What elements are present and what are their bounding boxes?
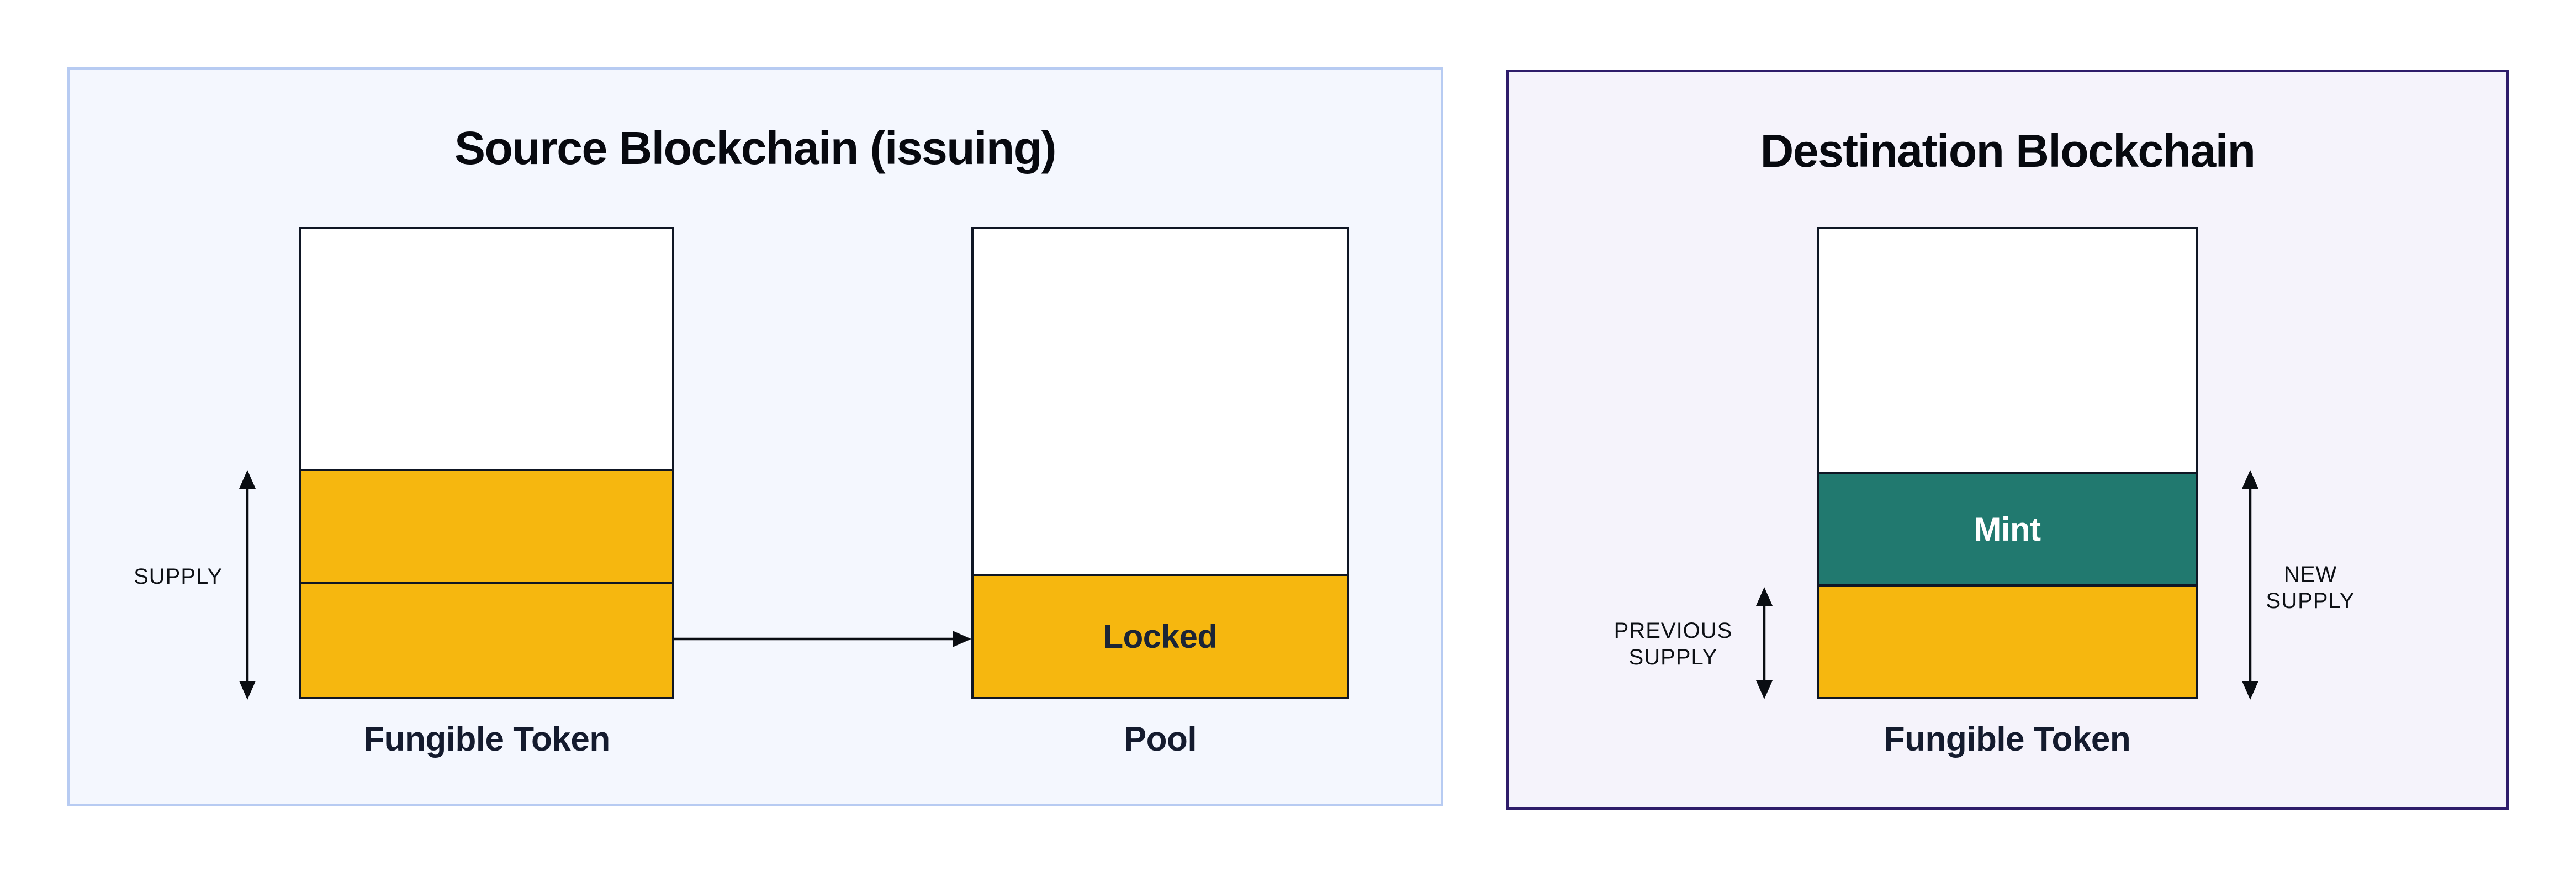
mint-label: Mint <box>1974 510 2041 548</box>
source-token-unissued-section <box>301 229 672 469</box>
previous-supply-label: PREVIOUS SUPPLY <box>1614 619 1733 669</box>
supply-range-arrow-icon <box>239 470 256 700</box>
new-supply-label: NEW SUPPLY <box>2266 562 2355 613</box>
source-fungible-token-caption: Fungible Token <box>363 720 610 758</box>
source-token-supply-upper-section <box>301 469 672 582</box>
destination-fungible-token-caption: Fungible Token <box>1884 720 2131 758</box>
locked-label: Locked <box>1103 618 1218 655</box>
previous-supply-range-arrow-icon <box>1756 587 1773 699</box>
source-fungible-token-box <box>299 227 674 699</box>
pool-box: Locked <box>971 227 1349 699</box>
dest-token-unissued-section <box>1819 229 2196 472</box>
dest-token-previous-supply-section <box>1819 584 2196 697</box>
lock-transfer-arrow-icon <box>674 631 971 647</box>
pool-empty-section <box>974 229 1347 574</box>
supply-label: SUPPLY <box>134 564 223 589</box>
new-supply-range-arrow-icon <box>2242 470 2258 700</box>
source-token-supply-lower-section <box>301 582 672 697</box>
source-panel-title: Source Blockchain (issuing) <box>454 122 1057 174</box>
pool-locked-section: Locked <box>974 574 1347 697</box>
destination-panel-title: Destination Blockchain <box>1760 125 2256 177</box>
pool-caption: Pool <box>1123 720 1197 758</box>
dest-token-mint-section: Mint <box>1819 472 2196 584</box>
destination-fungible-token-box: Mint <box>1817 227 2198 699</box>
